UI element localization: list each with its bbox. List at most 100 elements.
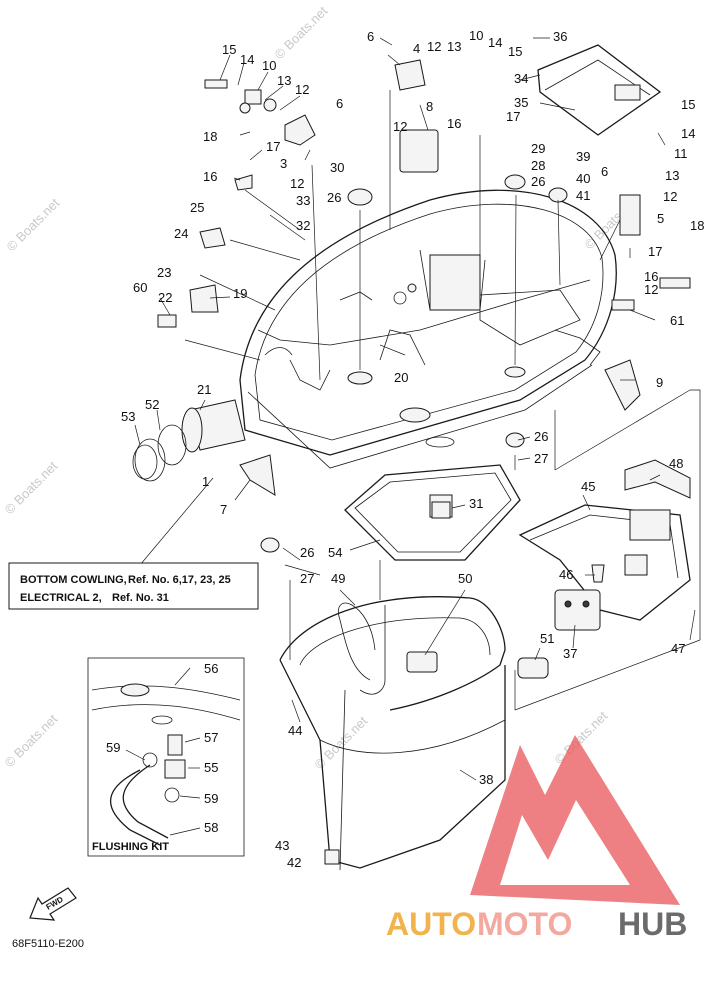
callout-15: 15 bbox=[222, 42, 236, 57]
callout-43: 43 bbox=[275, 838, 289, 853]
callout-17: 17 bbox=[266, 139, 280, 154]
callout-60: 60 bbox=[133, 280, 147, 295]
callout-35: 35 bbox=[514, 95, 528, 110]
callout-19: 19 bbox=[233, 286, 247, 301]
callout-34: 34 bbox=[514, 71, 528, 86]
callout-14: 14 bbox=[681, 126, 695, 141]
callout-36: 36 bbox=[553, 29, 567, 44]
callout-layer: 15 14 10 13 12 6 18 17 3 12 16 33 25 32 … bbox=[106, 28, 704, 870]
watermark-text: © Boats.net bbox=[272, 3, 331, 62]
callout-18: 18 bbox=[690, 218, 704, 233]
watermark-text: © Boats.net bbox=[2, 711, 61, 770]
callout-47: 47 bbox=[671, 641, 685, 656]
callout-8: 8 bbox=[426, 99, 433, 114]
callout-9: 9 bbox=[656, 375, 663, 390]
callout-16: 16 bbox=[644, 269, 658, 284]
callout-10: 10 bbox=[262, 58, 276, 73]
callout-14: 14 bbox=[240, 52, 254, 67]
callout-21: 21 bbox=[197, 382, 211, 397]
logo-part-auto: AUTO bbox=[386, 906, 476, 942]
callout-17: 17 bbox=[648, 244, 662, 259]
callout-6: 6 bbox=[336, 96, 343, 111]
callout-16: 16 bbox=[203, 169, 217, 184]
connector-assembly bbox=[132, 399, 246, 482]
top-plate bbox=[537, 44, 662, 136]
callout-38: 38 bbox=[479, 772, 493, 787]
callout-5: 5 bbox=[657, 211, 664, 226]
callout-57: 57 bbox=[204, 730, 218, 745]
callout-45: 45 bbox=[581, 479, 595, 494]
callout-12: 12 bbox=[663, 189, 677, 204]
callout-25: 25 bbox=[190, 200, 204, 215]
flushing-kit-label: FLUSHING KIT bbox=[92, 841, 169, 853]
callout-4: 4 bbox=[413, 41, 420, 56]
callout-53: 53 bbox=[121, 409, 135, 424]
ref-line2-ref: Ref. No. 31 bbox=[112, 592, 169, 604]
callout-44: 44 bbox=[288, 723, 302, 738]
callout-39: 39 bbox=[576, 149, 590, 164]
callout-46: 46 bbox=[559, 567, 573, 582]
callout-30: 30 bbox=[330, 160, 344, 175]
callout-27: 27 bbox=[534, 451, 548, 466]
callout-28: 28 bbox=[531, 158, 545, 173]
callout-55: 55 bbox=[204, 760, 218, 775]
callout-27: 27 bbox=[300, 571, 314, 586]
callout-33: 33 bbox=[296, 193, 310, 208]
callout-14: 14 bbox=[488, 35, 502, 50]
logo-wordmark: AUTO MOTO HUB bbox=[386, 906, 687, 942]
callout-31: 31 bbox=[469, 496, 483, 511]
callout-3: 3 bbox=[280, 156, 287, 171]
callout-59: 59 bbox=[204, 791, 218, 806]
callout-54: 54 bbox=[328, 545, 342, 560]
callout-49: 49 bbox=[331, 571, 345, 586]
lower-cowling bbox=[279, 596, 506, 871]
ref-line2-label: ELECTRICAL 2, bbox=[20, 592, 102, 604]
callout-51: 51 bbox=[540, 631, 554, 646]
bracket-assembly bbox=[517, 459, 691, 679]
callout-61: 61 bbox=[670, 313, 684, 328]
callout-58: 58 bbox=[204, 820, 218, 835]
diagram-code: 68F5110-E200 bbox=[12, 938, 84, 950]
callout-29: 29 bbox=[531, 141, 545, 156]
callout-12: 12 bbox=[290, 176, 304, 191]
callout-56: 56 bbox=[204, 661, 218, 676]
callout-20: 20 bbox=[394, 370, 408, 385]
callout-37: 37 bbox=[563, 646, 577, 661]
callout-26: 26 bbox=[300, 545, 314, 560]
fwd-arrow: FWD bbox=[29, 887, 77, 921]
logo-mark bbox=[470, 735, 680, 905]
callout-13: 13 bbox=[665, 168, 679, 183]
callout-40: 40 bbox=[576, 171, 590, 186]
callout-12: 12 bbox=[644, 282, 658, 297]
logo-part-hub: HUB bbox=[618, 906, 687, 942]
reference-box: BOTTOM COWLING, Ref. No. 6,17, 23, 25 EL… bbox=[8, 562, 259, 610]
callout-6: 6 bbox=[367, 29, 374, 44]
callout-26: 26 bbox=[327, 190, 341, 205]
callout-12: 12 bbox=[427, 39, 441, 54]
callout-52: 52 bbox=[145, 397, 159, 412]
logo-part-moto: MOTO bbox=[477, 906, 572, 942]
callout-15: 15 bbox=[681, 97, 695, 112]
callout-7: 7 bbox=[220, 502, 227, 517]
callout-15: 15 bbox=[508, 44, 522, 59]
callout-50: 50 bbox=[458, 571, 472, 586]
callout-42: 42 bbox=[287, 855, 301, 870]
callout-16: 16 bbox=[447, 116, 461, 131]
callout-13: 13 bbox=[277, 73, 291, 88]
callout-32: 32 bbox=[296, 218, 310, 233]
watermark-text: © Boats.net bbox=[4, 195, 63, 254]
leader-lines bbox=[134, 37, 701, 781]
callout-1: 1 bbox=[202, 474, 209, 489]
callout-22: 22 bbox=[158, 290, 172, 305]
callout-59: 59 bbox=[106, 740, 120, 755]
ref-line1-label: BOTTOM COWLING, bbox=[20, 574, 127, 586]
callout-24: 24 bbox=[174, 226, 188, 241]
ref-line1-ref: Ref. No. 6,17, 23, 25 bbox=[128, 574, 231, 586]
callout-12: 12 bbox=[295, 82, 309, 97]
callout-12: 12 bbox=[393, 119, 407, 134]
callout-26: 26 bbox=[531, 174, 545, 189]
callout-26: 26 bbox=[534, 429, 548, 444]
callout-13: 13 bbox=[447, 39, 461, 54]
flushing-kit-inset bbox=[87, 657, 245, 857]
